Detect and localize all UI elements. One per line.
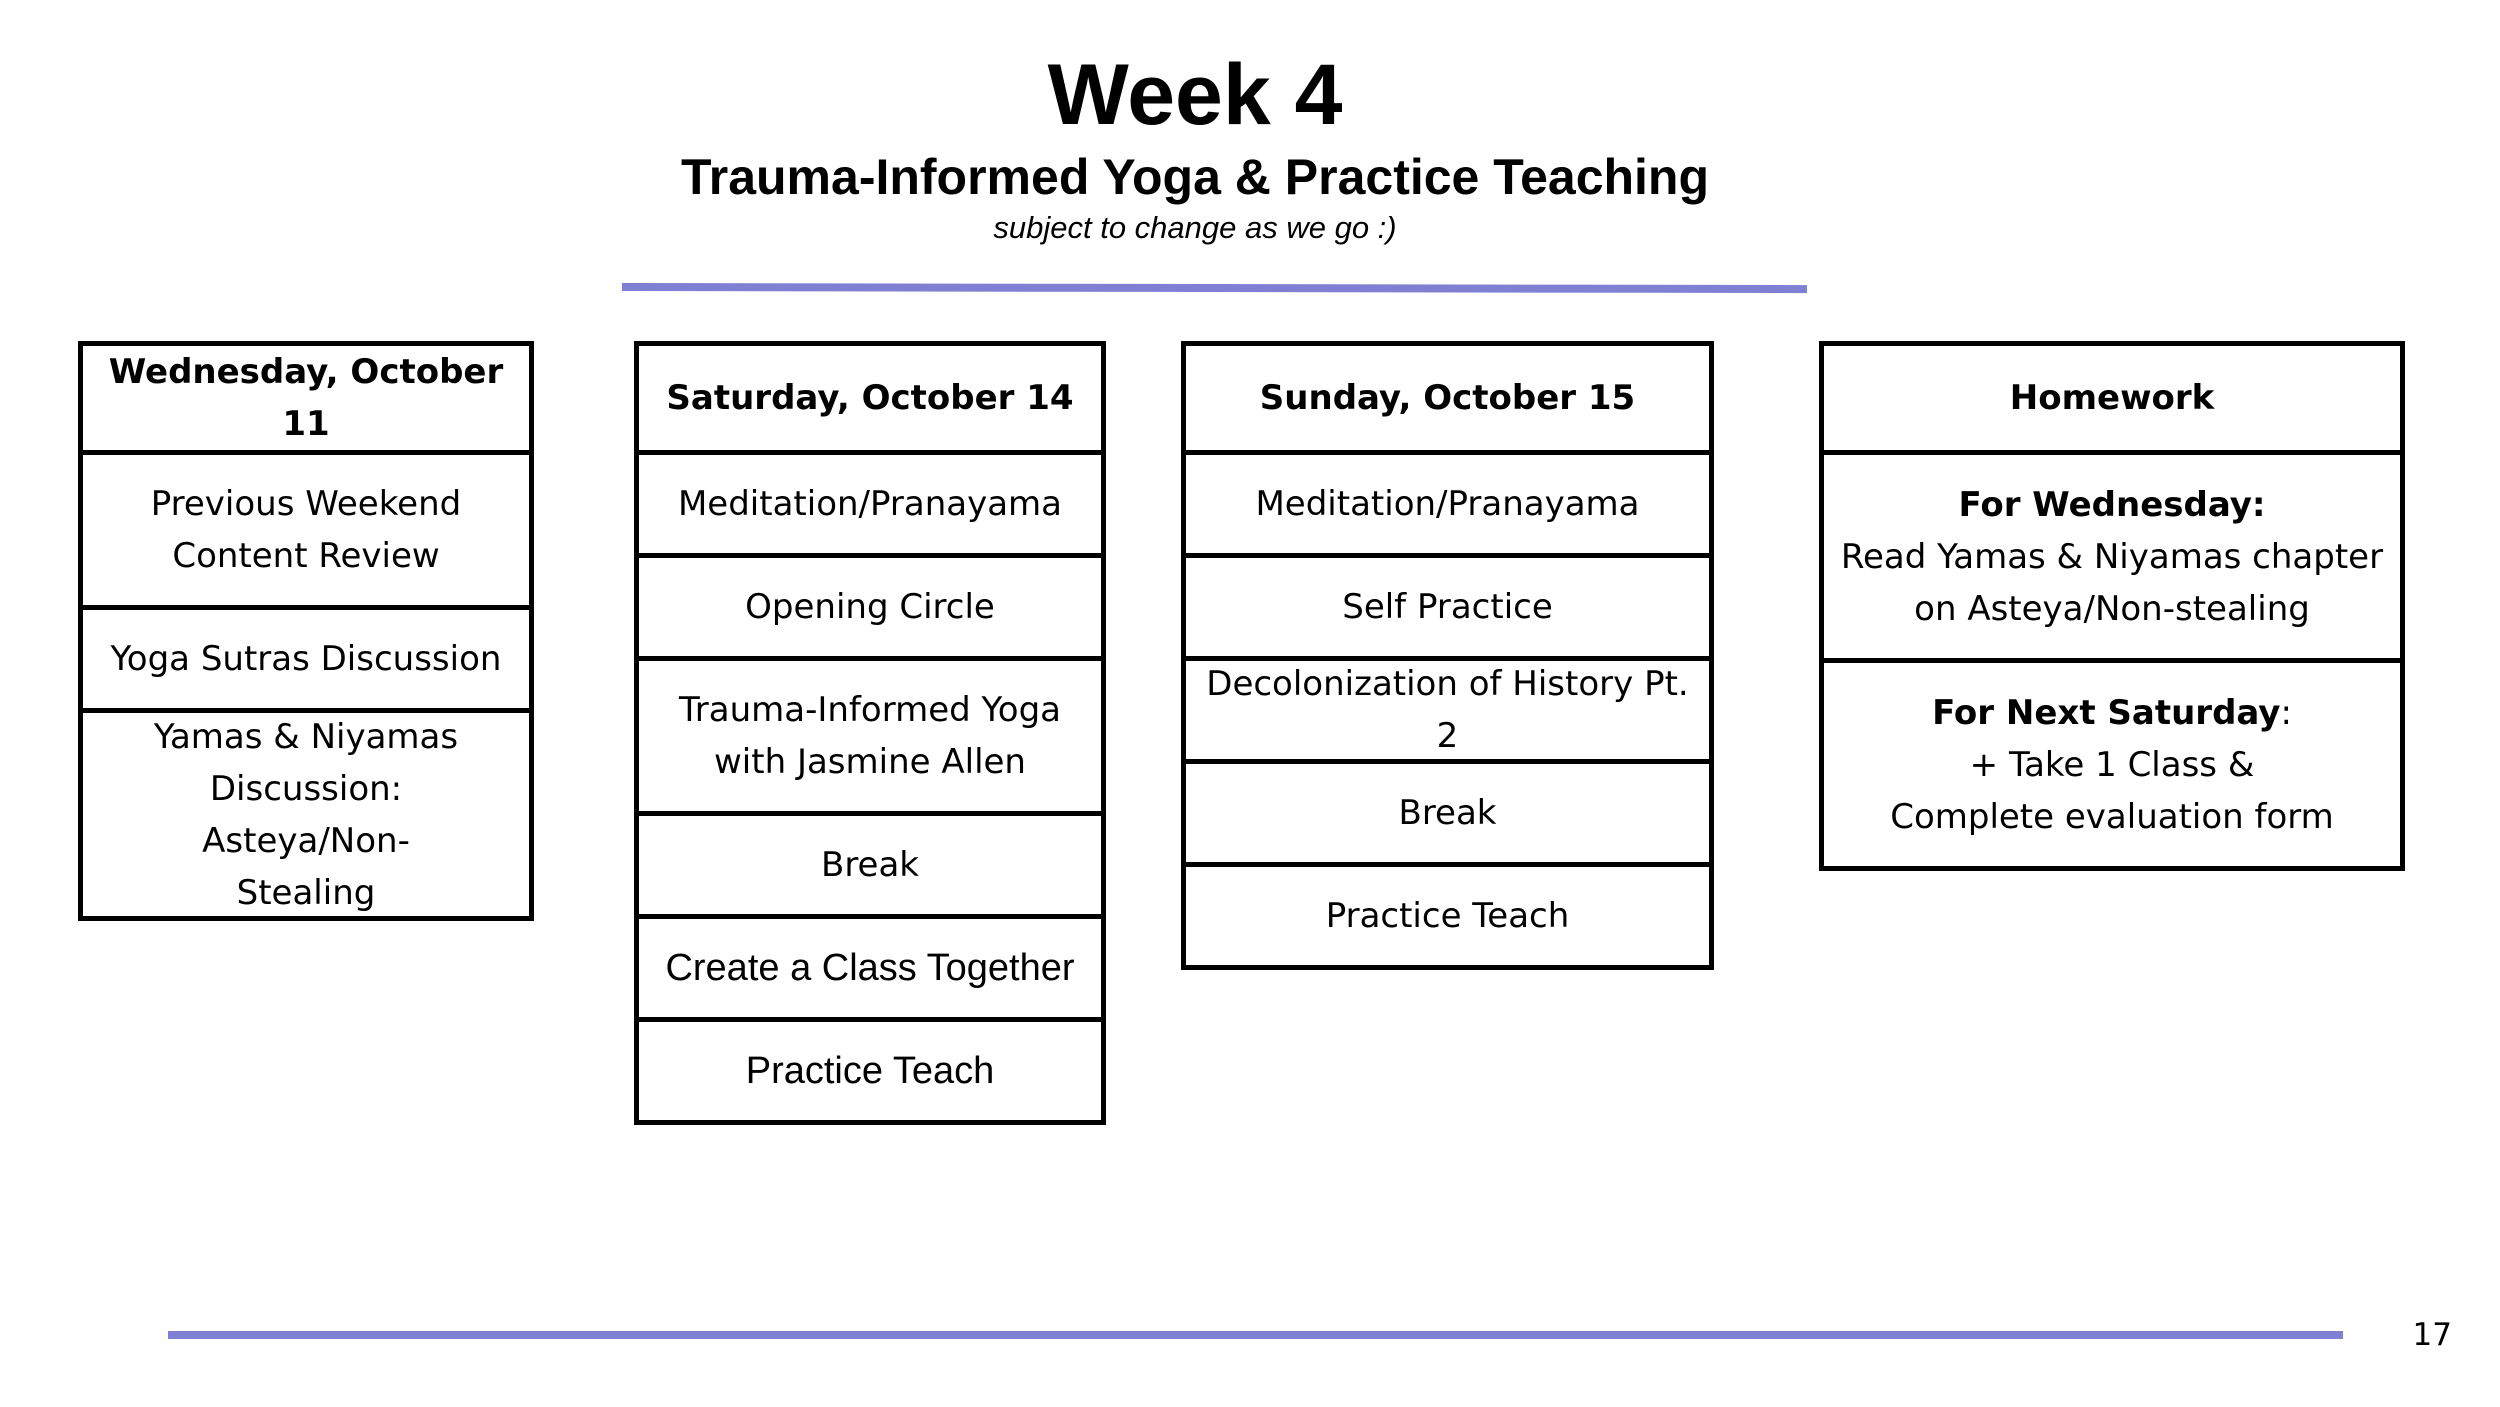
schedule-item: Practice Teach (1186, 862, 1709, 965)
page-number: 17 (2412, 1317, 2452, 1353)
schedule-item: Create a Class Together (639, 914, 1101, 1017)
schedule-item: Self Practice (1186, 553, 1709, 656)
schedule-item: Meditation/Pranayama (639, 450, 1101, 553)
column-heading: Sunday, October 15 (1259, 378, 1636, 418)
schedule-item: Previous Weekend Content Review (83, 450, 529, 605)
schedule-item: Opening Circle (639, 553, 1101, 656)
schedule-item: Break (639, 811, 1101, 914)
column-wednesday: Wednesday, October 11 Previous Weekend C… (78, 341, 534, 921)
bottom-divider (168, 1331, 2343, 1339)
slide-title: Week 4 (1047, 47, 1343, 143)
column-homework: Homework For Wednesday: Read Yamas & Niy… (1819, 341, 2405, 871)
column-sunday: Sunday, October 15 Meditation/Pranayama … (1181, 341, 1714, 970)
homework-item: For Wednesday: Read Yamas & Niyamas chap… (1824, 450, 2400, 658)
homework-due-suffix: : (2280, 692, 2292, 733)
schedule-item: Yamas & Niyamas Discussion: Asteya/Non-S… (83, 708, 529, 916)
homework-item: For Next Saturday: + Take 1 Class & Comp… (1824, 658, 2400, 866)
schedule-item: Trauma-Informed Yoga with Jasmine Allen (639, 656, 1101, 811)
column-heading: Homework (2009, 378, 2215, 418)
column-heading: Saturday, October 14 (666, 378, 1074, 418)
homework-due-label: For Next Saturday (1932, 692, 2281, 733)
top-divider (621, 283, 1808, 294)
homework-text: + Take 1 Class & Complete evaluation for… (1890, 744, 2334, 837)
schedule-item: Practice Teach (639, 1017, 1101, 1120)
homework-due-line: For Next Saturday: (1932, 687, 2292, 739)
homework-due-label: For Wednesday: (1958, 484, 2266, 525)
schedule-note: subject to change as we go :) (993, 210, 1397, 245)
schedule-item: Decolonization of History Pt. 2 (1186, 656, 1709, 759)
schedule-item: Yoga Sutras Discussion (83, 605, 529, 708)
schedule-item: Break (1186, 759, 1709, 862)
slide-subtitle: Trauma-Informed Yoga & Practice Teaching (680, 149, 1710, 205)
column-saturday: Saturday, October 14 Meditation/Pranayam… (634, 341, 1106, 1125)
schedule-item: Meditation/Pranayama (1186, 450, 1709, 553)
column-heading: Wednesday, October 11 (108, 352, 504, 444)
homework-text: Read Yamas & Niyamas chapter on Asteya/N… (1840, 536, 2384, 629)
